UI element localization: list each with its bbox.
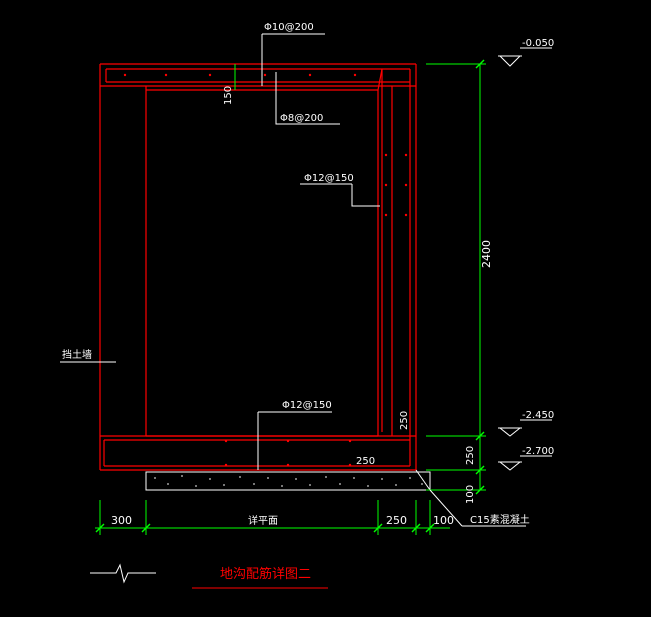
dim-base-thickness: 250 (465, 446, 476, 465)
elevation-label-group: -0.050 -2.450 -2.700 (522, 38, 554, 457)
dim-wall-height: 2400 (480, 240, 493, 268)
elevation-bottom: -2.700 (522, 446, 554, 457)
drawing-title: 地沟配筋详图二 (220, 566, 311, 582)
concrete-cushion (145, 469, 431, 491)
note-left-wall: 挡土墙 (62, 348, 92, 361)
dimension-label-group: 150 2400 250 250 250 100 300 详平面 250 100 (111, 86, 493, 527)
dim-slab-thickness: 150 (223, 86, 234, 105)
trench-outline (99, 63, 417, 471)
rebar-dots (123, 73, 408, 467)
elevation-top: -0.050 (522, 38, 554, 49)
dimension-lines (95, 63, 486, 535)
dim-right-100: 100 (433, 514, 454, 527)
rebar-label-bottom-slab: Φ12@150 (282, 400, 332, 411)
rebar-label-group: Φ10@200 Φ8@200 Φ12@150 Φ12@150 (264, 22, 354, 411)
rebar-label-top-distribution: Φ8@200 (280, 113, 323, 124)
dimension-ticks (95, 59, 485, 533)
elevation-marks (498, 47, 552, 471)
leader-lines (60, 33, 526, 584)
rebar-label-side-wall: Φ12@150 (304, 173, 354, 184)
dim-left-width: 300 (111, 514, 132, 527)
elevation-middle: -2.450 (522, 410, 554, 421)
dim-bottom-slab-width: 250 (356, 456, 375, 467)
dim-right-250: 250 (386, 514, 407, 527)
dim-mid-width: 详平面 (248, 514, 278, 527)
note-group: 挡土墙 C15素混凝土 (62, 348, 530, 526)
note-cushion: C15素混凝土 (470, 513, 530, 526)
dim-wall-inner: 250 (399, 411, 410, 430)
dim-cushion-thickness: 100 (465, 485, 476, 504)
rebar-label-top-slab: Φ10@200 (264, 22, 314, 33)
